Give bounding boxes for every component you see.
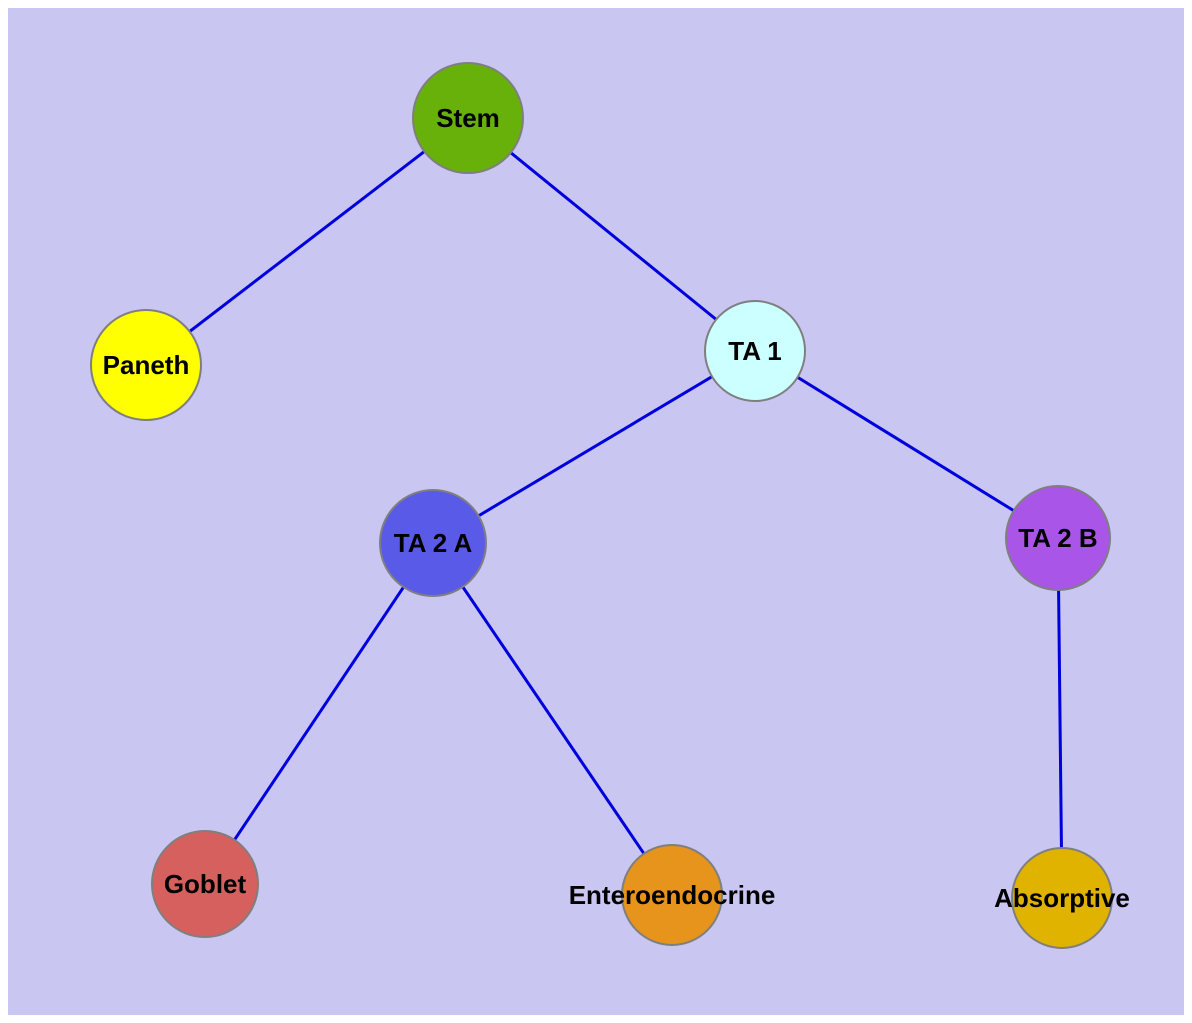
edge-ta2b-absorptive	[1056, 537, 1064, 899]
node-goblet[interactable]	[151, 830, 259, 938]
edge-ta1-ta2b	[754, 349, 1059, 540]
node-label-absorptive: Absorptive	[994, 883, 1130, 913]
edge-ta2a-goblet	[203, 542, 435, 885]
node-stem[interactable]	[412, 62, 524, 174]
edge-stem-paneth	[145, 116, 469, 367]
node-enteroendocrine[interactable]	[621, 844, 723, 946]
node-ta2a[interactable]	[379, 489, 487, 597]
node-ta2b[interactable]	[1005, 485, 1111, 591]
node-paneth[interactable]	[90, 309, 202, 421]
node-ta1[interactable]	[704, 300, 806, 402]
edge-ta2a-enteroendocrine	[431, 542, 674, 896]
node-label-ta1: TA 1	[728, 336, 781, 366]
node-absorptive[interactable]	[1011, 847, 1113, 949]
node-label-enteroendocrine: Enteroendocrine	[569, 880, 776, 910]
edge-stem-ta1	[467, 116, 756, 353]
node-label-ta2a: TA 2 A	[394, 528, 473, 558]
node-label-stem: Stem	[436, 103, 500, 133]
node-label-paneth: Paneth	[103, 350, 190, 380]
node-label-ta2b: TA 2 B	[1018, 523, 1097, 553]
edge-ta1-ta2a	[432, 349, 756, 545]
node-label-goblet: Goblet	[164, 869, 247, 899]
